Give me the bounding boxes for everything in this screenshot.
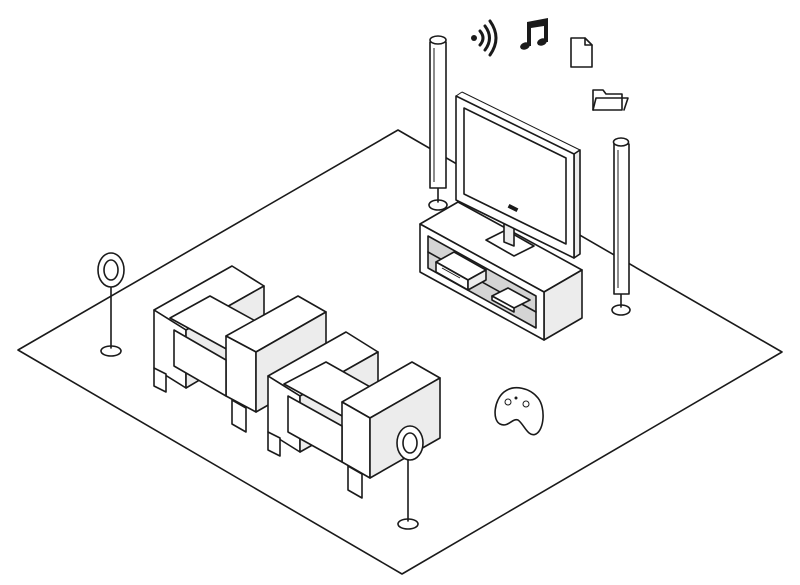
wireless-signal-icon (471, 19, 498, 57)
room-floor (17, 129, 783, 575)
music-note-icon (520, 18, 548, 50)
tower-speaker-right (611, 137, 631, 316)
game-controller (494, 386, 544, 436)
document-icon (570, 37, 593, 68)
armchair-front (267, 331, 441, 499)
television (455, 91, 581, 259)
satellite-speaker-left (97, 252, 125, 357)
tower-speaker-left (428, 35, 448, 211)
armchair-back (153, 265, 327, 433)
satellite-speaker-front (396, 425, 424, 530)
media-player (435, 251, 531, 313)
folder-icon (592, 89, 629, 111)
